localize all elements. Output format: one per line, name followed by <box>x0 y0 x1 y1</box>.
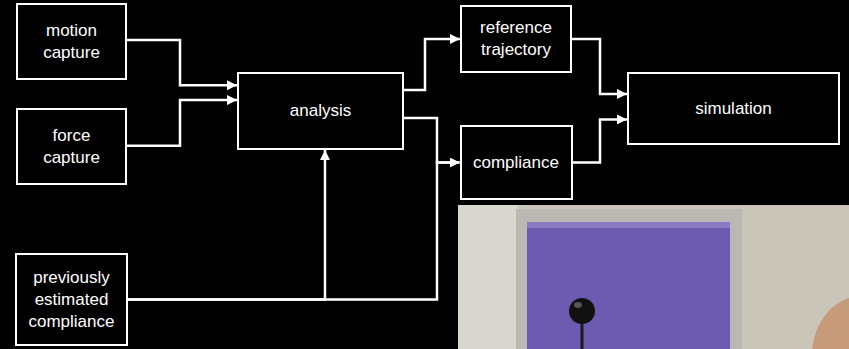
box-label: reference trajectory <box>470 17 562 61</box>
box-label: motion capture <box>26 20 117 64</box>
process-box: compliance <box>460 125 573 200</box>
process-box: reference trajectory <box>460 5 572 73</box>
process-box: motion capture <box>16 3 127 80</box>
monitor-screen <box>527 222 730 349</box>
process-box: force capture <box>16 108 127 185</box>
photo-background <box>458 205 849 349</box>
process-box: analysis <box>237 72 404 150</box>
box-label: compliance <box>473 152 559 174</box>
arrow-connector <box>128 163 460 300</box>
process-box: previously estimated compliance <box>15 253 128 346</box>
ball-highlight <box>574 302 582 308</box>
hand <box>812 298 849 349</box>
arrow-connector <box>127 100 237 146</box>
box-label: force capture <box>26 125 117 169</box>
screen-titlebar <box>527 222 730 228</box>
arrow-connector <box>127 40 237 85</box>
arrow-connector <box>404 39 460 90</box>
box-label: previously estimated compliance <box>25 267 118 333</box>
arrow-connector <box>404 118 460 162</box>
arrow-connector <box>128 150 325 300</box>
process-box: simulation <box>627 72 840 145</box>
box-label: simulation <box>695 98 772 120</box>
black-ball <box>569 298 595 324</box>
box-label: analysis <box>290 100 351 122</box>
arrow-connector <box>572 39 627 94</box>
arrow-connector <box>573 119 628 162</box>
monitor-bezel <box>516 209 742 349</box>
wall <box>458 205 518 349</box>
